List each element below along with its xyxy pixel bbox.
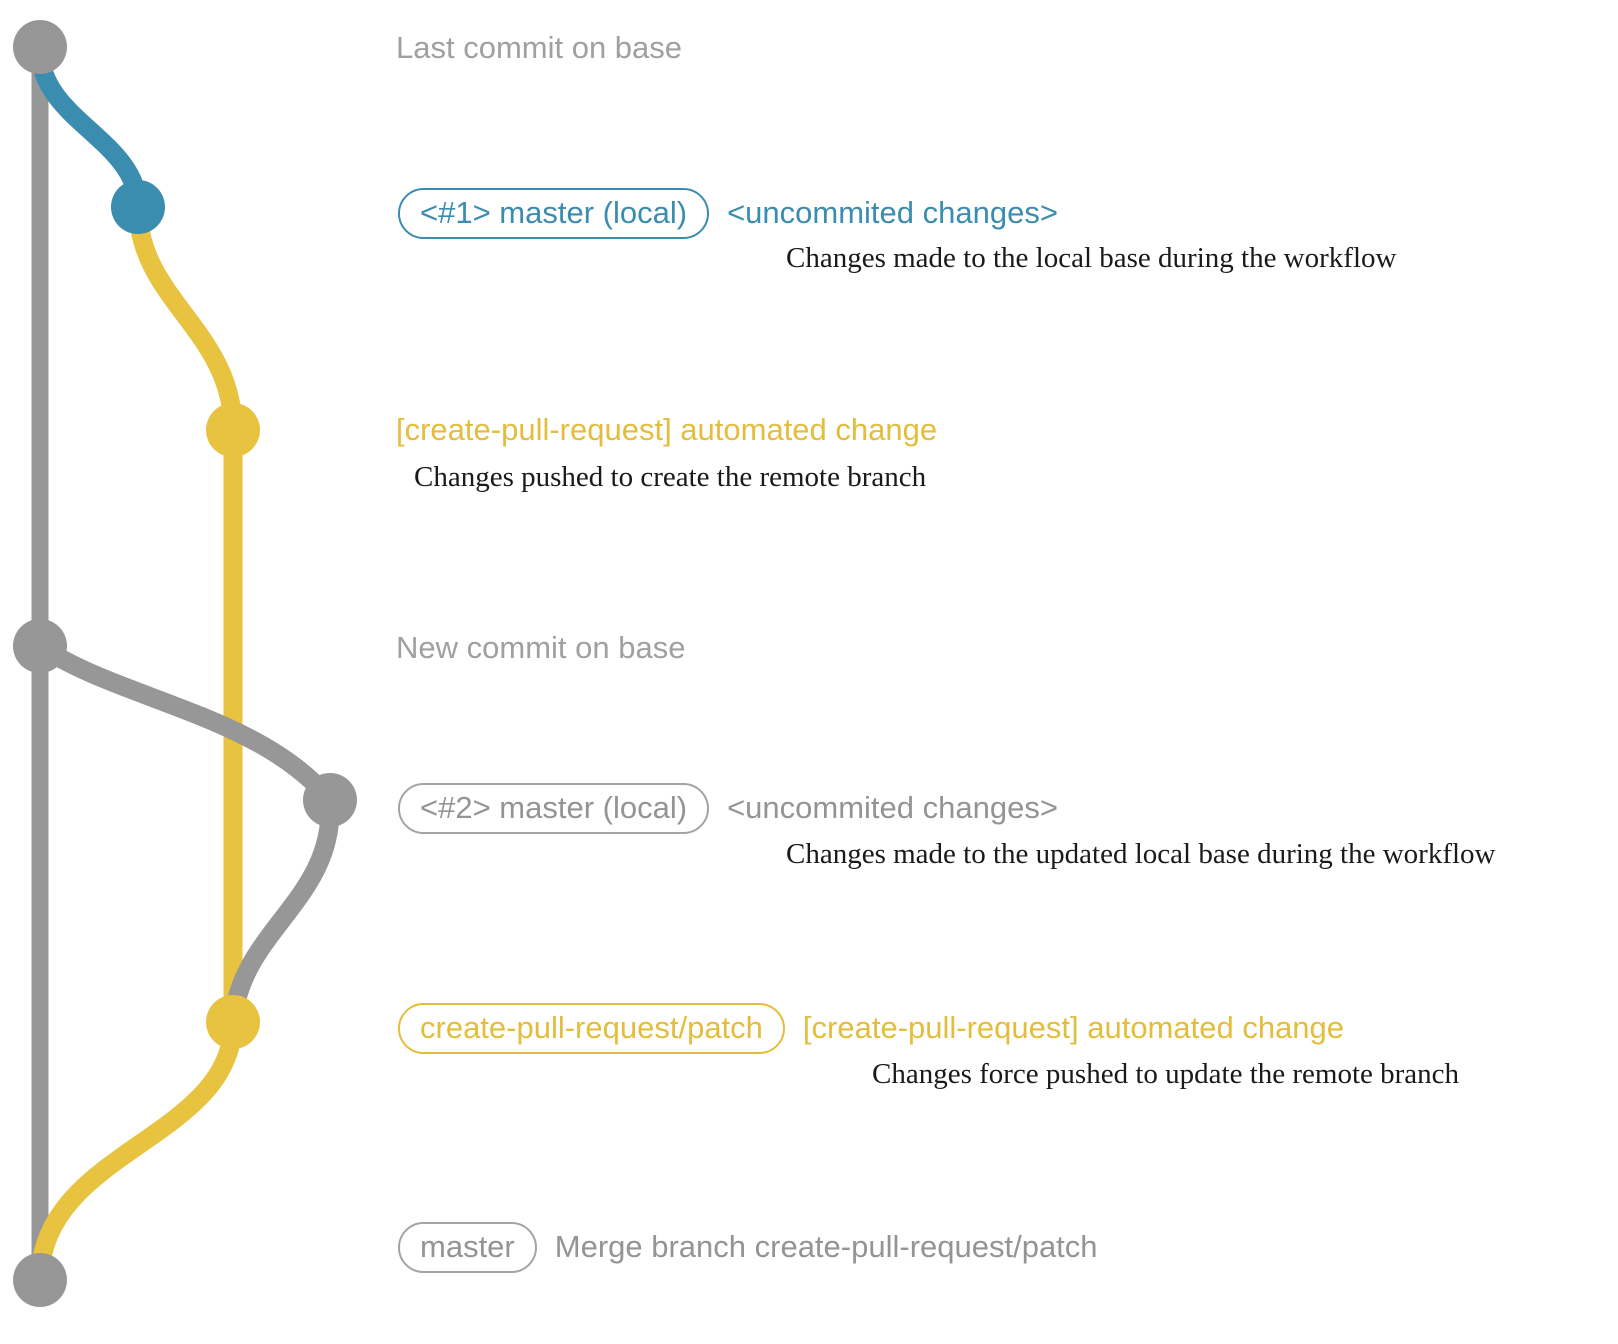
row-merge-commit: master Merge branch create-pull-request/… — [398, 1222, 1098, 1273]
commit-subject-merge-commit: Merge branch create-pull-request/patch — [554, 1229, 1098, 1264]
edge-patch2-to-merge — [30, 1012, 243, 1290]
commit-node-patch-2[interactable] — [206, 995, 260, 1049]
row-master-local-1: <#1> master (local) <uncommited changes> — [398, 188, 1058, 239]
row-new-commit-on-base: New commit on base — [396, 632, 685, 663]
edge-local2-to-patch2 — [223, 790, 340, 1032]
commit-node-patch-1[interactable] — [206, 403, 260, 457]
commit-subject-master-local-1: <uncommited changes> — [727, 195, 1058, 230]
note-master-local-2: Changes made to the updated local base d… — [786, 838, 1496, 870]
edge-basenew-to-local2 — [30, 636, 340, 810]
row-last-commit-on-base: Last commit on base — [396, 32, 682, 63]
commit-node-base-top[interactable] — [13, 20, 67, 74]
commit-subject-automated-change-1: [create-pull-request] automated change — [396, 412, 938, 447]
branch-badge-create-pull-request-patch[interactable]: create-pull-request/patch — [398, 1003, 785, 1054]
edge-local1-to-patch1 — [128, 197, 243, 440]
branch-badge-master-local-1[interactable]: <#1> master (local) — [398, 188, 710, 239]
commit-node-local-1[interactable] — [111, 180, 165, 234]
row-automated-change-2: create-pull-request/patch [create-pull-r… — [398, 1003, 1344, 1054]
commit-subject-master-local-2: <uncommited changes> — [727, 790, 1058, 825]
branch-badge-master-local-2[interactable]: <#2> master (local) — [398, 783, 710, 834]
commit-subject-new-commit-on-base: New commit on base — [396, 630, 686, 665]
commit-node-base-new[interactable] — [13, 619, 67, 673]
edge-base-to-local1 — [30, 40, 148, 217]
note-master-local-1: Changes made to the local base during th… — [786, 242, 1397, 274]
commit-node-local-2[interactable] — [303, 773, 357, 827]
row-master-local-2: <#2> master (local) <uncommited changes> — [398, 783, 1058, 834]
note-automated-change-1: Changes pushed to create the remote bran… — [414, 461, 927, 493]
commit-node-merge[interactable] — [13, 1253, 67, 1307]
note-automated-change-2: Changes force pushed to update the remot… — [872, 1058, 1460, 1090]
branch-badge-master[interactable]: master — [398, 1222, 537, 1273]
row-automated-change-1: [create-pull-request] automated change — [396, 414, 937, 445]
commit-subject-last-commit-on-base: Last commit on base — [396, 30, 683, 65]
commit-subject-automated-change-2: [create-pull-request] automated change — [802, 1010, 1345, 1045]
